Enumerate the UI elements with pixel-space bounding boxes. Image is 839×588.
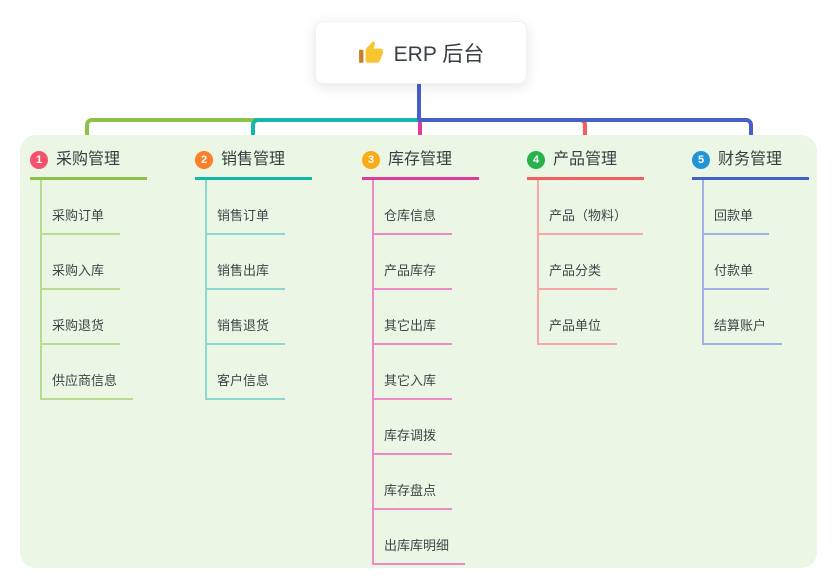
branch-children: 仓库信息产品库存其它出库其它入库库存调拨库存盘点出库库明细 — [372, 180, 479, 565]
branch-node-label: 财务管理 — [718, 151, 783, 168]
child-node[interactable]: 产品（物料） — [539, 180, 644, 235]
branch-column: 1 采购管理 采购订单采购入库采购退货供应商信息 — [30, 149, 147, 400]
connector-line-branch-5 — [418, 118, 753, 148]
child-node[interactable]: 其它入库 — [374, 345, 453, 400]
branch-node[interactable]: 3 库存管理 — [362, 149, 479, 180]
child-node[interactable]: 客户信息 — [207, 345, 286, 400]
child-node[interactable]: 付款单 — [704, 235, 770, 290]
child-node[interactable]: 产品分类 — [539, 235, 618, 290]
branch-node[interactable]: 5 财务管理 — [692, 149, 809, 180]
branch-number-badge: 3 — [362, 151, 380, 169]
child-node[interactable]: 结算账户 — [704, 290, 783, 345]
branch-number-badge: 5 — [692, 151, 710, 169]
branch-number-badge: 4 — [527, 151, 545, 169]
child-node[interactable]: 采购入库 — [42, 235, 121, 290]
child-node[interactable]: 销售退货 — [207, 290, 286, 345]
branch-node-label: 采购管理 — [56, 151, 121, 168]
branch-node[interactable]: 1 采购管理 — [30, 149, 147, 180]
child-node[interactable]: 销售出库 — [207, 235, 286, 290]
thumbs-up-icon — [358, 40, 384, 66]
branch-number-badge: 2 — [195, 151, 213, 169]
branch-node-label: 销售管理 — [221, 151, 286, 168]
background-panel — [20, 135, 817, 568]
branch-node[interactable]: 4 产品管理 — [527, 149, 644, 180]
child-node[interactable]: 销售订单 — [207, 180, 286, 235]
root-title: ERP 后台 — [393, 42, 485, 66]
branch-children: 回款单付款单结算账户 — [702, 180, 809, 345]
trunk-connector-line — [417, 81, 421, 120]
child-node[interactable]: 仓库信息 — [374, 180, 453, 235]
child-node[interactable]: 回款单 — [704, 180, 770, 235]
branch-children: 销售订单销售出库销售退货客户信息 — [205, 180, 312, 400]
child-node[interactable]: 库存盘点 — [374, 455, 453, 510]
child-node[interactable]: 库存调拨 — [374, 400, 453, 455]
child-node[interactable]: 采购退货 — [42, 290, 121, 345]
branch-node-label: 库存管理 — [388, 151, 453, 168]
child-node[interactable]: 采购订单 — [42, 180, 121, 235]
branch-column: 5 财务管理 回款单付款单结算账户 — [692, 149, 809, 345]
branch-number-badge: 1 — [30, 151, 48, 169]
child-node[interactable]: 其它出库 — [374, 290, 453, 345]
child-node[interactable]: 产品单位 — [539, 290, 618, 345]
root-node[interactable]: ERP 后台 — [315, 21, 527, 84]
branch-column: 4 产品管理 产品（物料）产品分类产品单位 — [527, 149, 644, 345]
branch-node-label: 产品管理 — [553, 151, 618, 168]
branch-column: 2 销售管理 销售订单销售出库销售退货客户信息 — [195, 149, 312, 400]
branch-children: 产品（物料）产品分类产品单位 — [537, 180, 644, 345]
child-node[interactable]: 供应商信息 — [42, 345, 134, 400]
branch-node[interactable]: 2 销售管理 — [195, 149, 312, 180]
child-node[interactable]: 产品库存 — [374, 235, 453, 290]
connector-line-branch-2 — [251, 118, 422, 148]
child-node[interactable]: 出库库明细 — [374, 510, 466, 565]
branch-children: 采购订单采购入库采购退货供应商信息 — [40, 180, 147, 400]
branch-column: 3 库存管理 仓库信息产品库存其它出库其它入库库存调拨库存盘点出库库明细 — [362, 149, 479, 565]
